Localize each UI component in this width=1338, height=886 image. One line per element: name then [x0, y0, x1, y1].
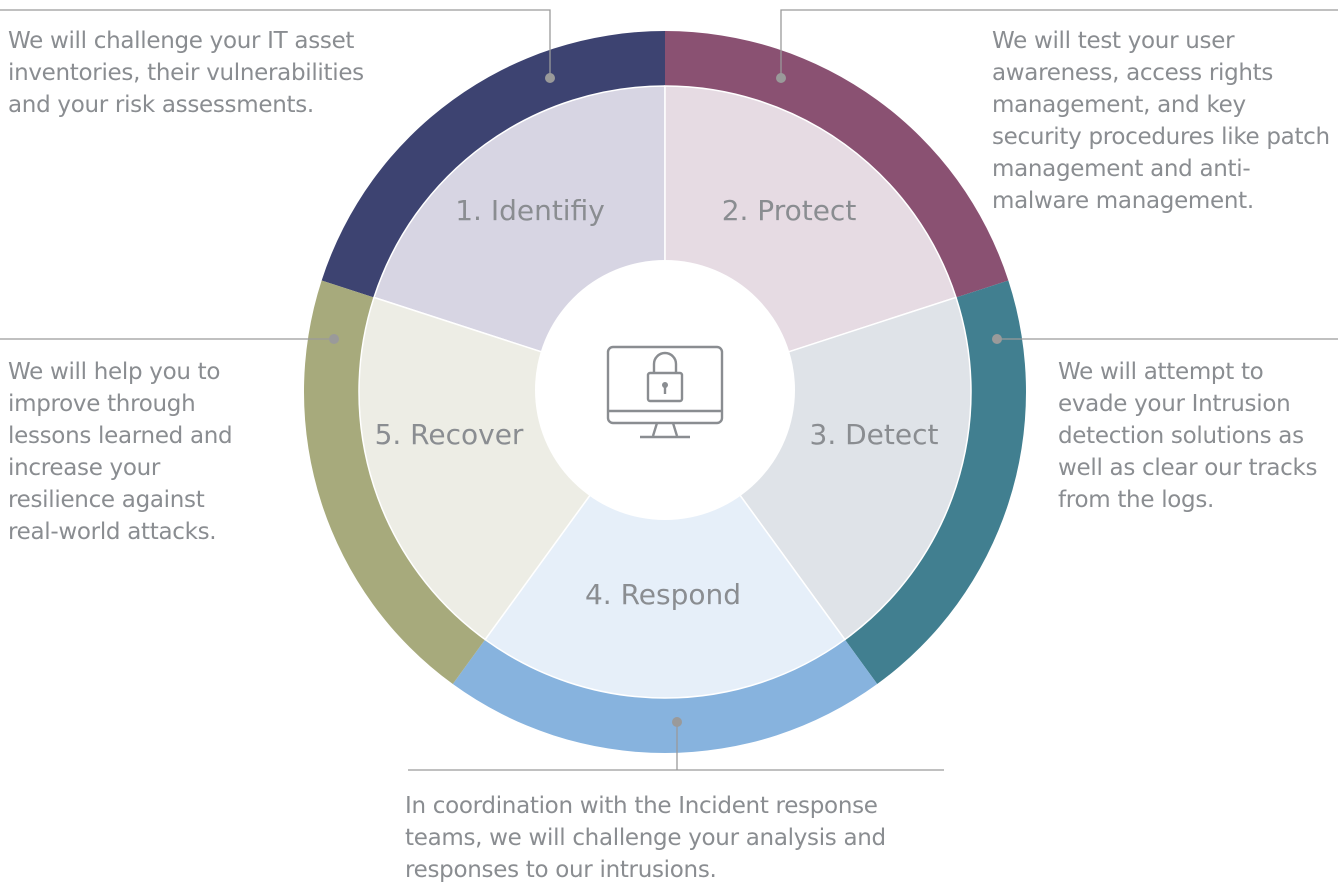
- ring-segment-recover: [303, 280, 486, 685]
- leader-identify: [0, 9, 551, 78]
- respond-description: In coordination with the Incident respon…: [405, 793, 886, 883]
- dot-respond: [672, 717, 682, 727]
- ring-segment-detect: [844, 280, 1026, 685]
- detect-description: We will attempt to evade your Intrusion …: [1058, 359, 1318, 513]
- ring-segment-respond: [452, 639, 878, 753]
- leader-protect: [780, 9, 1338, 78]
- label-respond: 4. Respond: [585, 578, 741, 611]
- recover-description: We will help you to improve through less…: [8, 359, 233, 545]
- dot-protect: [776, 73, 786, 83]
- label-recover: 5. Recover: [375, 418, 524, 451]
- label-identify: 1. Identifiy: [455, 194, 605, 227]
- leader-respond: [408, 722, 944, 771]
- monitor-lock-icon: [606, 345, 724, 439]
- wedge-respond: [484, 390, 846, 699]
- dot-detect: [992, 334, 1002, 344]
- label-detect: 3. Detect: [810, 418, 939, 451]
- dot-identify: [545, 73, 555, 83]
- protect-description: We will test your user awareness, access…: [992, 28, 1330, 214]
- label-protect: 2. Protect: [722, 194, 857, 227]
- dot-recover: [329, 334, 339, 344]
- identify-description: We will challenge your IT asset inventor…: [8, 28, 364, 118]
